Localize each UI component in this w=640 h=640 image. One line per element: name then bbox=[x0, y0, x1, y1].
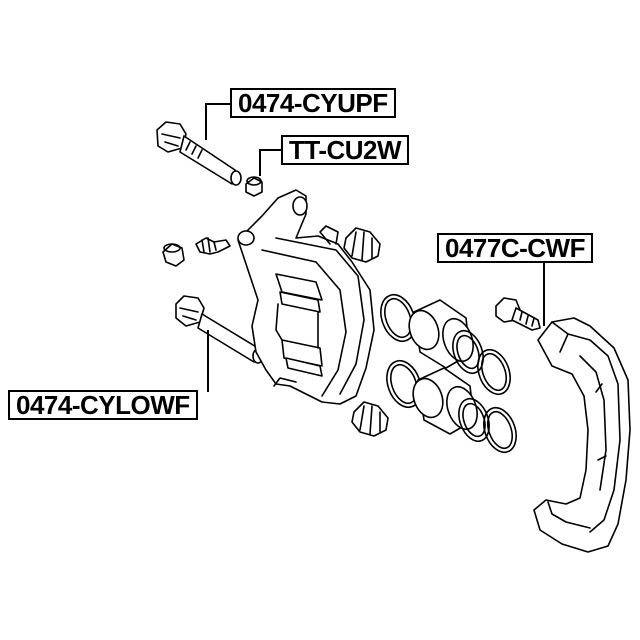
lower-piston-boot-ring bbox=[386, 359, 422, 409]
label-upper-guide-pin: 0474-CYUPF bbox=[230, 88, 396, 118]
label-pin-boot: TT-CU2W bbox=[281, 135, 410, 165]
label-caliper-bracket: 0477C-CWF bbox=[437, 233, 593, 263]
upper-dust-boot bbox=[343, 227, 381, 263]
bleeder-screw bbox=[195, 237, 231, 255]
lower-dust-boot bbox=[351, 401, 389, 437]
bracket-bolt bbox=[495, 297, 541, 331]
upper-piston-boot-ring bbox=[380, 293, 416, 343]
pin-boot bbox=[245, 176, 263, 197]
lower-piston bbox=[412, 367, 478, 435]
lower-piston-ring bbox=[483, 406, 517, 454]
bleeder-cap bbox=[162, 243, 185, 267]
caliper-bracket bbox=[533, 317, 631, 553]
lower-piston-seal bbox=[458, 397, 490, 443]
upper-piston bbox=[408, 299, 474, 369]
lower-guide-pin bbox=[175, 295, 264, 364]
upper-piston-seal bbox=[452, 329, 484, 375]
upper-guide-pin bbox=[156, 121, 242, 186]
leader-lines bbox=[205, 103, 545, 392]
upper-piston-ring bbox=[477, 348, 511, 396]
label-lower-guide-pin: 0474-CYLOWF bbox=[8, 390, 198, 420]
caliper-body bbox=[237, 189, 375, 405]
